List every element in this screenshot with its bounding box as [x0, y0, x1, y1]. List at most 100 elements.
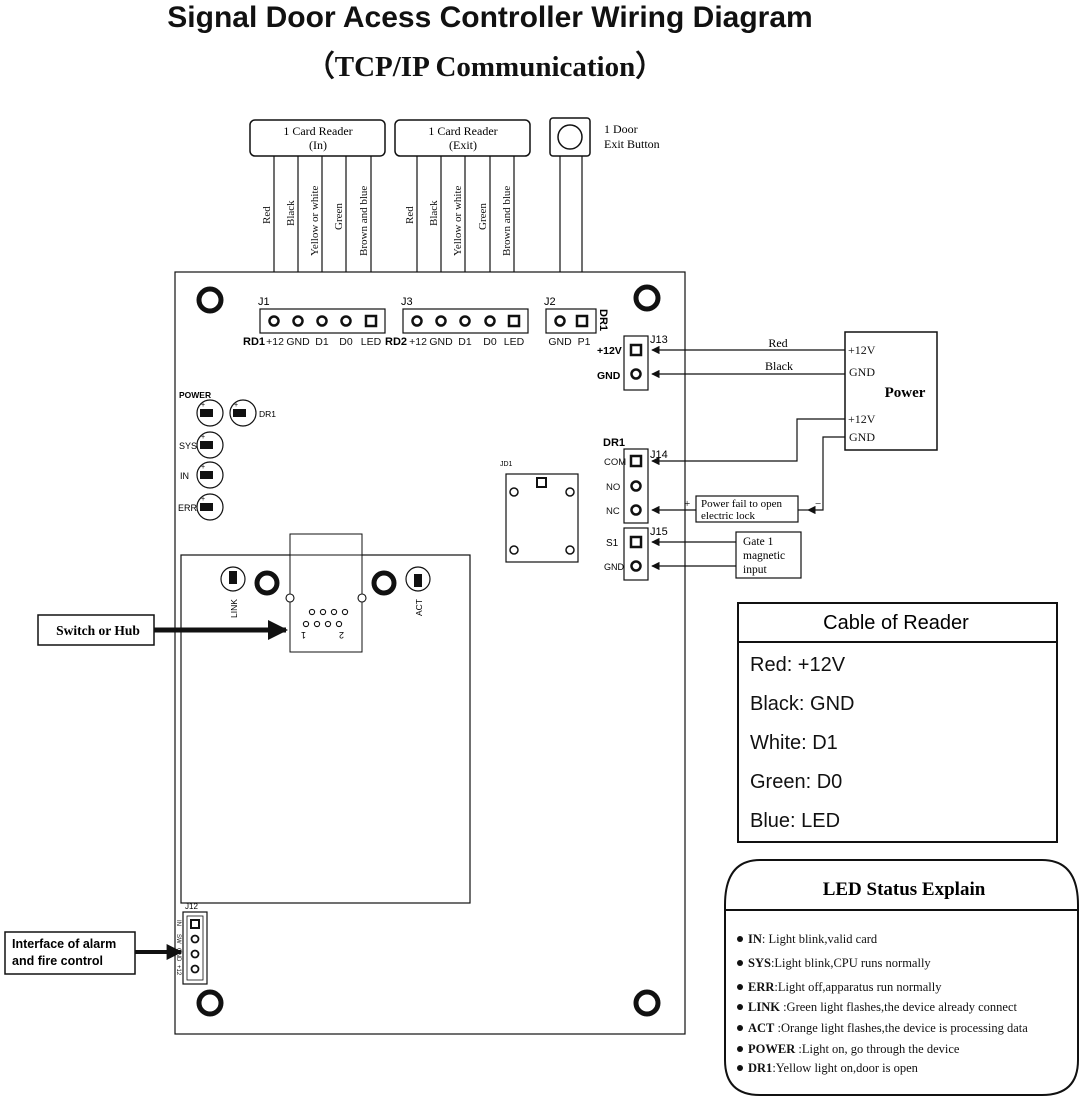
cable-row: Blue: LED [750, 810, 840, 832]
diagram-subtitle: （TCP/IP Communication） [306, 50, 665, 83]
rj45-port [289, 533, 363, 653]
j1-pin-square [364, 314, 378, 328]
relay-pin [509, 545, 519, 555]
wire-gnd-to-lock [807, 436, 845, 515]
led-dr1: + [229, 399, 257, 427]
lock-line2: electric lock [701, 510, 756, 522]
led-act [405, 566, 431, 592]
j2-side-label: DR1 [597, 309, 609, 331]
j3-pin [411, 315, 423, 327]
j2-pin-label: P1 [578, 336, 591, 348]
relay-pin [509, 487, 519, 497]
lock-line1: Power fail to open [701, 498, 782, 510]
exit-button-icon [557, 124, 583, 150]
j12-pin-label: SW [175, 934, 181, 944]
svg-text:+: + [234, 402, 238, 409]
gate-line1: Gate 1 [743, 536, 774, 548]
j13-connector [623, 335, 649, 391]
bullet-icon [737, 960, 743, 966]
j14-pin-square [629, 454, 643, 468]
led-sys-label: SYS [179, 441, 197, 451]
j13-pin [630, 368, 642, 380]
j12-pin [190, 934, 200, 944]
j15-pin-label: S1 [606, 538, 619, 549]
wire-label-yellow-in: Yellow or white [309, 185, 321, 256]
j14-pin [630, 480, 642, 492]
j12-pin [190, 964, 200, 974]
wire-label-yellow-exit: Yellow or white [452, 185, 464, 256]
j14-name: J14 [650, 449, 668, 461]
j1-pin-label: D1 [315, 336, 329, 348]
j3-prefix: RD2 [385, 336, 407, 348]
relay-jd1 [505, 473, 579, 563]
j14-pin [630, 504, 642, 516]
alarm-line2: and fire control [12, 954, 103, 968]
power-label: Power [885, 385, 926, 401]
rj45-pin [330, 608, 338, 616]
wire-label-brown-in: Brown and blue [358, 186, 370, 256]
led-in-label: IN [180, 471, 189, 481]
led-link [220, 566, 246, 592]
j15-pin-square [629, 535, 643, 549]
rj45-latch [285, 593, 295, 603]
cable-row: Black: GND [750, 693, 854, 715]
led-dr1-label: DR1 [259, 409, 276, 419]
led-status-item: IN: Light blink,valid card [748, 932, 878, 946]
j1-pin [268, 315, 280, 327]
led-status-item: SYS:Light blink,CPU runs normally [748, 956, 931, 970]
cable-row: White: D1 [750, 732, 838, 754]
card-reader-exit-box [394, 119, 531, 157]
rj45-pin [324, 620, 332, 628]
j3-pin-square [507, 314, 521, 328]
j3-pin-label: D1 [458, 336, 472, 348]
jd1-name: JD1 [500, 461, 513, 468]
j2-pin-label: GND [548, 336, 572, 348]
card-reader-in-line1: 1 Card Reader [283, 124, 352, 138]
bullet-icon [737, 984, 743, 990]
exit-button-line2: Exit Button [604, 137, 660, 151]
rj45-latch [357, 593, 367, 603]
led-status-item: LINK :Green light flashes,the device alr… [748, 1000, 1018, 1014]
gate-magnetic-box [735, 531, 802, 579]
lock-box [695, 495, 799, 523]
led-power: + [196, 399, 224, 427]
j15-pin [630, 560, 642, 572]
led-err: + [196, 493, 224, 521]
j1-pin-label: +12 [266, 336, 284, 348]
rj45-pin1-label: 1 [301, 630, 306, 640]
cable-table [737, 602, 1058, 843]
gate-line2: magnetic [743, 550, 785, 562]
relay-pin [565, 487, 575, 497]
j1-pin [340, 315, 352, 327]
j14-label: DR1 [603, 437, 625, 449]
wire-label-black-exit: Black [428, 200, 440, 226]
relay-pin-square [536, 477, 547, 488]
rj45-pin [335, 620, 343, 628]
lock-minus: − [815, 498, 821, 510]
cable-row: Green: D0 [750, 771, 842, 793]
rj45-pin [341, 608, 349, 616]
j3-pin [484, 315, 496, 327]
switch-hub-box [37, 614, 155, 646]
cable-table-title: Cable of Reader [823, 612, 969, 634]
j13-pin-label: +12V [597, 345, 622, 357]
j3-pin-label: LED [504, 336, 525, 348]
j13-pin-square [629, 343, 643, 357]
led-status-panel [724, 859, 1079, 1096]
j1-pin-label: D0 [339, 336, 353, 348]
j1-name: J1 [258, 296, 270, 308]
j3-name: J3 [401, 296, 413, 308]
j1-prefix: RD1 [243, 336, 265, 348]
j2-pin-square [575, 314, 589, 328]
rj45-pin [302, 620, 310, 628]
j3-pin [435, 315, 447, 327]
svg-text:+: + [201, 464, 205, 471]
j13-name: J13 [650, 334, 668, 346]
led-sys: + [196, 431, 224, 459]
wire-label-green-exit: Green [477, 203, 489, 230]
wire-label-red-exit: Red [404, 206, 416, 224]
wire-label-red-in: Red [261, 206, 273, 224]
j12-name: J12 [185, 902, 198, 911]
rj45-pin2-label: 2 [339, 630, 344, 640]
